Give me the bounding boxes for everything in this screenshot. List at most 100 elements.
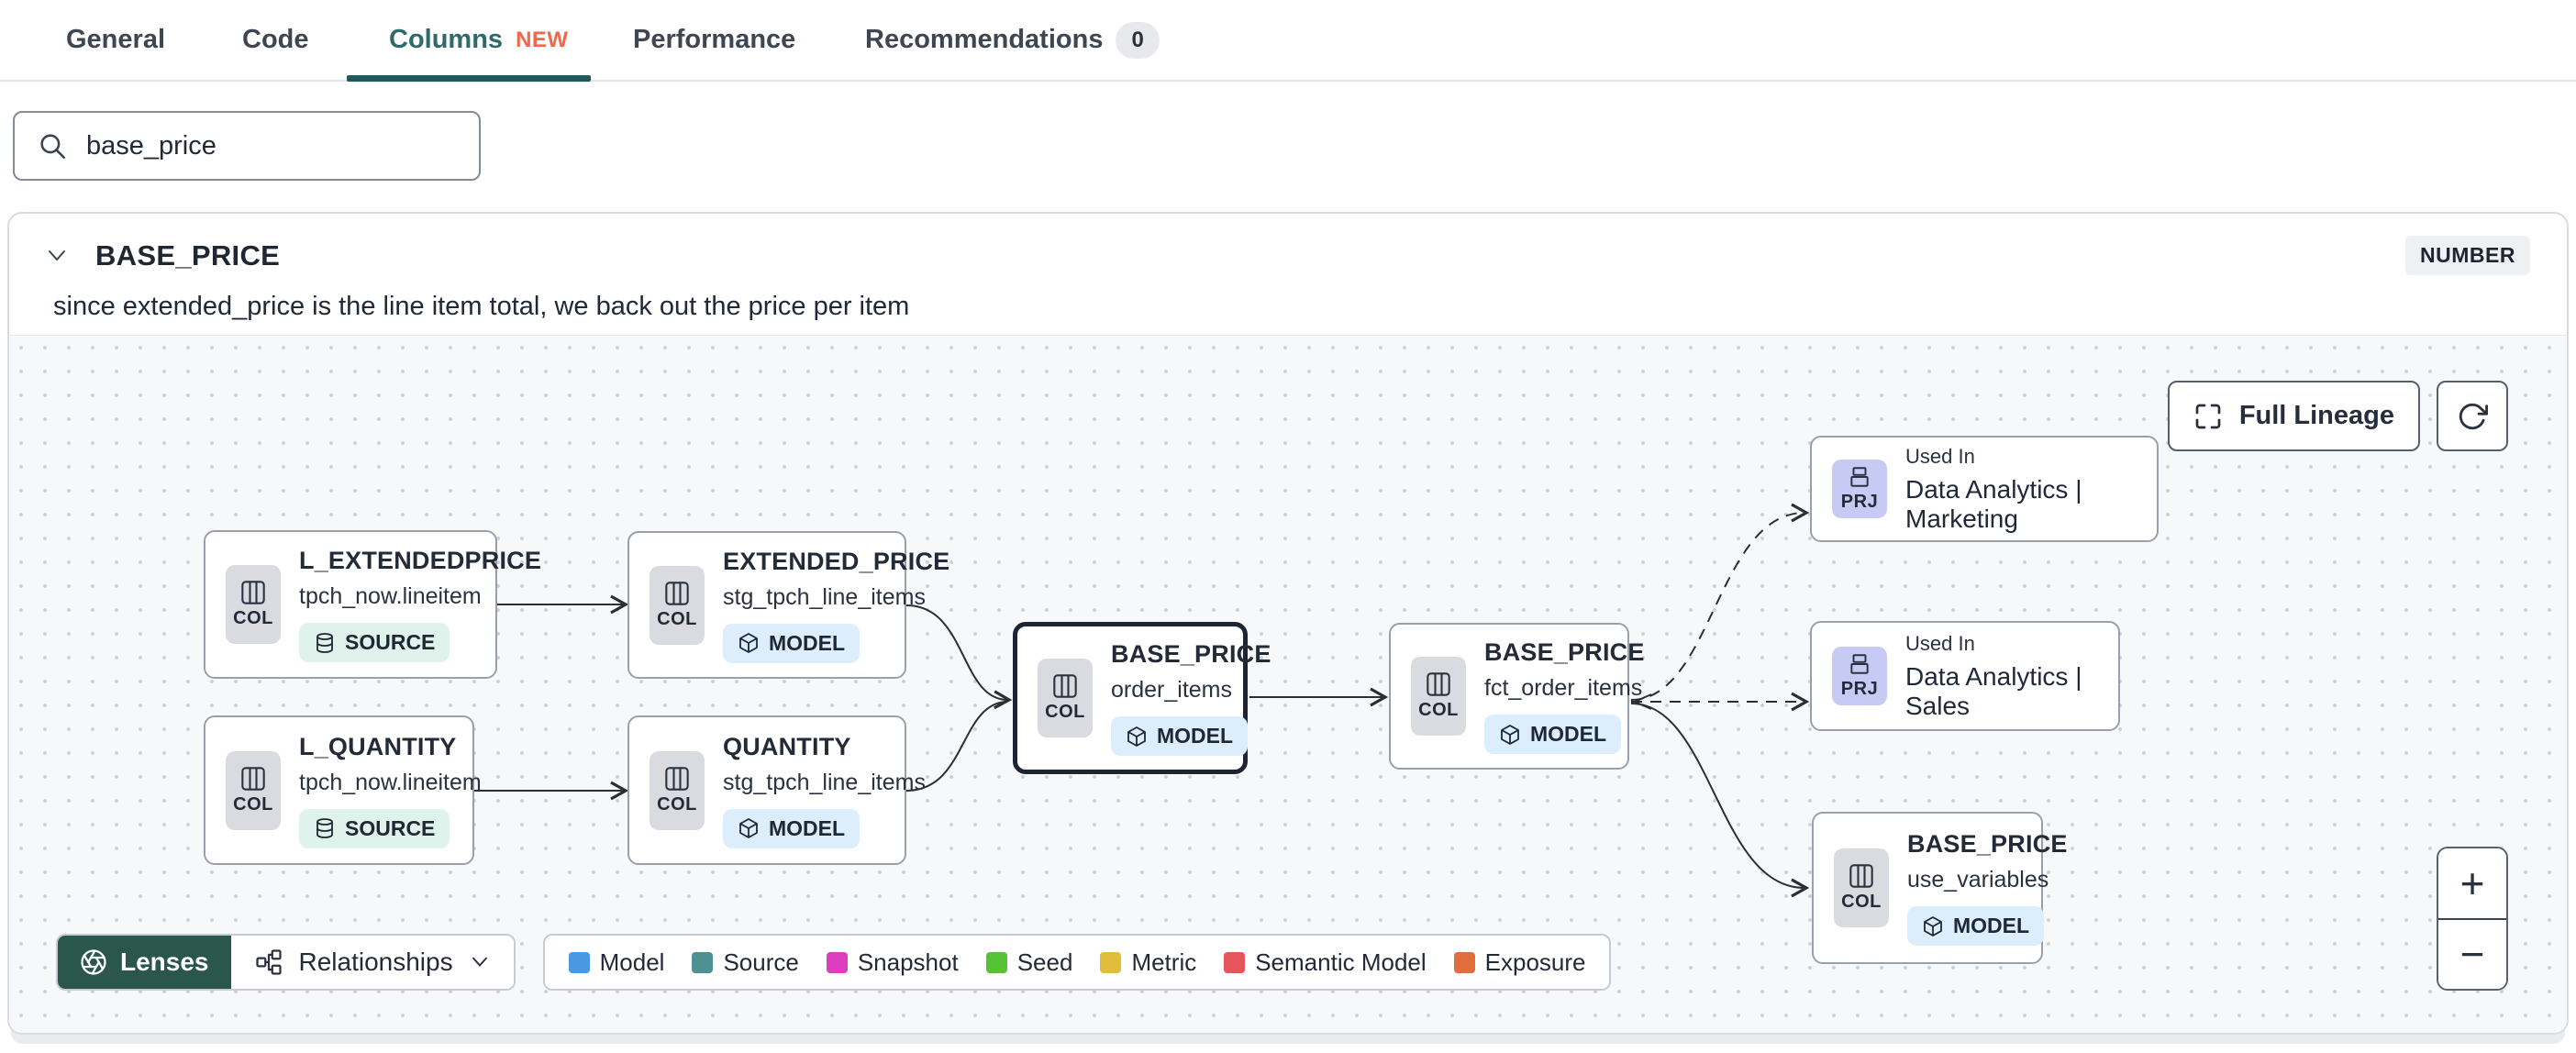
column-chip: COL — [1411, 657, 1466, 736]
used-in-label: Used In — [1905, 631, 1975, 655]
hierarchy-icon — [255, 948, 283, 976]
node-subtitle: tpch_now.lineitem — [299, 769, 482, 795]
tab-bar: General Code Columns NEW Performance Rec… — [0, 0, 2576, 82]
node-title: L_QUANTITY — [299, 732, 457, 760]
zoom-in-button[interactable]: + — [2438, 848, 2506, 918]
node-subtitle: tpch_now.lineitem — [299, 583, 482, 609]
legend-item-snapshot: Snapshot — [826, 948, 959, 977]
semantic-model-swatch — [1224, 951, 1246, 973]
lineage-edges — [474, 503, 1810, 898]
lineage-node-l-quantity[interactable]: COL L_QUANTITY tpch_now.lineitem SOURCE — [204, 715, 482, 865]
tab-performance[interactable]: Performance — [633, 25, 796, 54]
lineage-node-base-price-use-variables[interactable]: COL BASE_PRICE use_variables MODEL — [1812, 812, 2067, 964]
legend-item-model: Model — [568, 948, 664, 977]
chevron-down-icon — [470, 956, 490, 969]
chevron-down-icon[interactable] — [46, 249, 68, 263]
model-badge: MODEL — [1484, 715, 1622, 754]
node-subtitle: order_items — [1111, 677, 1232, 703]
bottom-toolbar: Lenses Relationships — [56, 934, 1612, 991]
column-chip: COL — [1038, 659, 1093, 737]
lineage-node-base-price-order-items[interactable]: COL BASE_PRICE order_items MODEL — [1013, 622, 1271, 774]
expand-icon — [2193, 402, 2223, 431]
tab-code[interactable]: Code — [242, 25, 309, 54]
columns-icon — [664, 581, 690, 606]
column-description: since extended_price is the line item to… — [53, 292, 910, 321]
project-name: Data Analytics | Sales — [1905, 661, 2082, 720]
node-title: EXTENDED_PRICE — [723, 547, 950, 575]
model-badge: MODEL — [723, 623, 861, 663]
legend-item-semantic-model: Semantic Model — [1224, 948, 1427, 977]
legend-item-exposure: Exposure — [1453, 948, 1585, 977]
model-badge: MODEL — [1907, 906, 2045, 946]
cube-icon — [1499, 724, 1521, 746]
column-chip: COL — [1834, 848, 1889, 927]
database-icon — [314, 817, 336, 839]
active-tab-underline — [347, 75, 591, 82]
lineage-node-quantity[interactable]: COL QUANTITY stg_tpch_line_items MODEL — [627, 715, 926, 865]
legend-item-source: Source — [692, 948, 799, 977]
column-panel: BASE_PRICE NUMBER since extended_price i… — [7, 212, 2569, 1035]
node-title: L_EXTENDEDPRICE — [299, 547, 542, 574]
full-lineage-button[interactable]: Full Lineage — [2167, 381, 2420, 451]
cube-icon — [738, 632, 760, 654]
source-swatch — [692, 951, 714, 973]
node-subtitle: fct_order_items — [1484, 675, 1643, 701]
columns-icon — [1849, 863, 1874, 889]
column-chip: COL — [226, 565, 281, 644]
node-type-legend: Model Source Snapshot Seed Metric Semant… — [542, 934, 1612, 991]
recommendations-count-badge: 0 — [1116, 21, 1160, 59]
lineage-node-l-extendedprice[interactable]: COL L_EXTENDEDPRICE tpch_now.lineitem SO… — [204, 530, 541, 679]
lineage-node-base-price-fct-order-items[interactable]: COL BASE_PRICE fct_order_items MODEL — [1389, 623, 1644, 770]
refresh-button[interactable] — [2437, 381, 2508, 451]
lenses-button[interactable]: Lenses — [58, 936, 231, 989]
model-badge: MODEL — [723, 808, 861, 848]
column-name: BASE_PRICE — [95, 238, 281, 272]
refresh-icon — [2457, 401, 2488, 432]
zoom-out-button[interactable]: − — [2438, 919, 2506, 989]
tab-general[interactable]: General — [66, 25, 165, 54]
node-subtitle: stg_tpch_line_items — [723, 583, 926, 610]
node-title: BASE_PRICE — [1484, 638, 1645, 666]
columns-icon — [240, 580, 266, 605]
lineage-node-used-in-sales[interactable]: PRJ Used In Data Analytics | Sales — [1810, 621, 2120, 731]
node-subtitle: stg_tpch_line_items — [723, 769, 926, 795]
exposure-swatch — [1453, 951, 1475, 973]
database-icon — [314, 632, 336, 654]
search-input[interactable] — [86, 130, 457, 161]
lineage-node-used-in-marketing[interactable]: PRJ Used In Data Analytics | Marketing — [1810, 436, 2159, 542]
search-box[interactable] — [13, 111, 481, 181]
legend-item-seed: Seed — [985, 948, 1072, 977]
source-badge: SOURCE — [299, 623, 450, 662]
project-chip: PRJ — [1832, 647, 1887, 705]
tab-recommendations[interactable]: Recommendations 0 — [865, 0, 1160, 80]
data-type-badge: NUMBER — [2405, 236, 2530, 275]
source-badge: SOURCE — [299, 808, 450, 848]
lineage-canvas[interactable]: COL L_EXTENDEDPRICE tpch_now.lineitem SO… — [9, 335, 2567, 1033]
column-panel-header: BASE_PRICE NUMBER since extended_price i… — [9, 214, 2567, 333]
lineage-node-extended-price[interactable]: COL EXTENDED_PRICE stg_tpch_line_items M… — [627, 531, 949, 679]
model-swatch — [568, 951, 590, 973]
zoom-divider — [2438, 917, 2506, 920]
legend-item-metric: Metric — [1100, 948, 1196, 977]
columns-icon — [240, 766, 266, 792]
search-icon — [37, 130, 68, 161]
used-in-label: Used In — [1905, 444, 1975, 468]
columns-icon — [664, 766, 690, 792]
columns-icon — [1426, 671, 1451, 697]
project-stack-icon — [1848, 652, 1871, 676]
columns-icon — [1052, 673, 1078, 699]
node-title: BASE_PRICE — [1907, 830, 2068, 858]
search-row — [0, 82, 2576, 181]
cube-icon — [738, 817, 760, 839]
relationships-dropdown[interactable]: Relationships — [230, 936, 514, 989]
cube-icon — [1922, 915, 1944, 937]
project-name: Data Analytics | Marketing — [1905, 474, 2082, 533]
aperture-icon — [80, 948, 107, 976]
lens-group: Lenses Relationships — [56, 934, 516, 991]
metric-swatch — [1100, 951, 1122, 973]
cube-icon — [1126, 726, 1148, 748]
column-chip: COL — [650, 750, 705, 830]
tab-columns[interactable]: Columns NEW — [389, 25, 569, 54]
node-title: BASE_PRICE — [1111, 640, 1271, 668]
